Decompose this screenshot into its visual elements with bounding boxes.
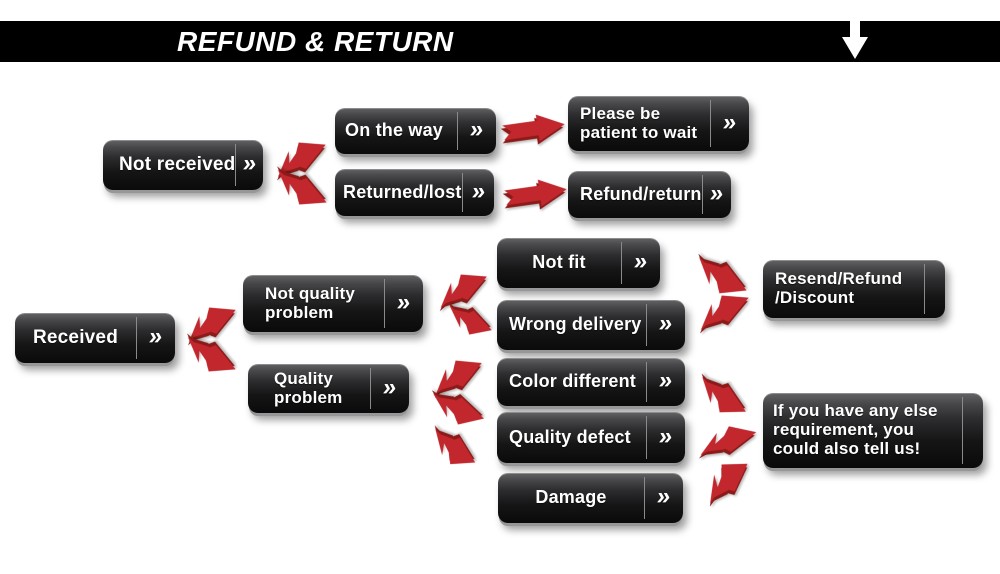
not-fit-button[interactable]: Not fit » [497, 238, 660, 288]
chevron-zone [962, 397, 983, 464]
color-different-button[interactable]: Color different » [497, 358, 685, 406]
wrong-delivery-button[interactable]: Wrong delivery » [497, 300, 685, 350]
double-chevron-icon: » [721, 108, 739, 136]
chevron-zone: » [710, 100, 749, 147]
double-chevron-icon: » [708, 179, 726, 207]
chevron-zone: » [644, 477, 683, 519]
double-chevron-icon: » [655, 483, 673, 510]
returned-lost-button[interactable]: Returned/lost » [335, 169, 494, 216]
straight-arrow-icon [501, 111, 566, 146]
double-chevron-icon: » [468, 116, 486, 143]
damage-label: Damage [535, 487, 607, 508]
bolt-arrow-icon [180, 297, 242, 344]
not-fit-label: Not fit [532, 252, 586, 273]
chevron-zone: » [646, 304, 685, 346]
color-different-label: Color different [509, 371, 636, 392]
chevron-zone: » [235, 144, 263, 186]
bolt-arrow-icon [695, 451, 757, 506]
not-received-label: Not received [119, 153, 236, 175]
bolt-arrow-icon [269, 132, 332, 179]
chevron-zone: » [384, 279, 423, 328]
resend-refund-discount-button[interactable]: Resend/Refund/Discount [763, 260, 945, 318]
bolt-arrow-icon [426, 351, 487, 398]
chevron-zone: » [461, 173, 494, 212]
bolt-arrow-icon [179, 334, 242, 381]
bolt-arrow-icon [424, 426, 482, 475]
received-label: Received [32, 326, 119, 348]
bolt-arrow-icon [427, 391, 487, 432]
double-chevron-icon: » [657, 310, 675, 337]
chevron-zone: » [701, 175, 731, 214]
refund-return-button[interactable]: Refund/return » [568, 171, 731, 218]
down-arrow-icon [842, 21, 868, 59]
chevron-zone: » [646, 362, 685, 402]
quality-defect-button[interactable]: Quality defect » [497, 412, 685, 463]
damage-button[interactable]: Damage » [498, 473, 683, 523]
double-chevron-icon: » [632, 248, 650, 275]
bolt-arrow-icon [696, 420, 759, 458]
chevron-zone: » [370, 368, 409, 409]
double-chevron-icon: » [657, 422, 675, 450]
on-the-way-label: On the way [345, 120, 444, 141]
page-title: REFUND & RETURN [177, 25, 454, 57]
bolt-arrow-icon [443, 303, 495, 341]
double-chevron-icon: » [241, 150, 259, 177]
chevron-zone: » [621, 242, 660, 284]
bolt-arrow-icon [432, 265, 493, 311]
not-received-button[interactable]: Not received» [103, 140, 263, 190]
double-chevron-icon: » [147, 323, 165, 350]
chevron-zone: » [136, 317, 175, 359]
on-the-way-button[interactable]: On the way » [335, 108, 496, 154]
header-bar: REFUND & RETURN [0, 21, 1000, 62]
bolt-arrow-icon [692, 285, 755, 332]
resend-refund-discount-label: Resend/Refund/Discount [775, 269, 903, 307]
double-chevron-icon: » [381, 373, 399, 401]
wrong-delivery-label: Wrong delivery [509, 314, 642, 335]
refund-return-label: Refund/return [580, 183, 702, 204]
quality-defect-label: Quality defect [509, 426, 631, 447]
returned-lost-label: Returned/lost [343, 181, 462, 202]
bolt-arrow-icon [689, 254, 753, 303]
bolt-arrow-icon [269, 167, 333, 215]
bolt-arrow-icon [691, 374, 753, 423]
double-chevron-icon: » [657, 367, 675, 394]
double-chevron-icon: » [395, 288, 413, 316]
chevron-zone: » [646, 416, 685, 459]
chevron-zone: » [457, 112, 496, 150]
received-button[interactable]: Received » [15, 313, 175, 363]
double-chevron-icon: » [469, 177, 487, 205]
chevron-zone [924, 264, 945, 314]
straight-arrow-icon [503, 176, 568, 211]
